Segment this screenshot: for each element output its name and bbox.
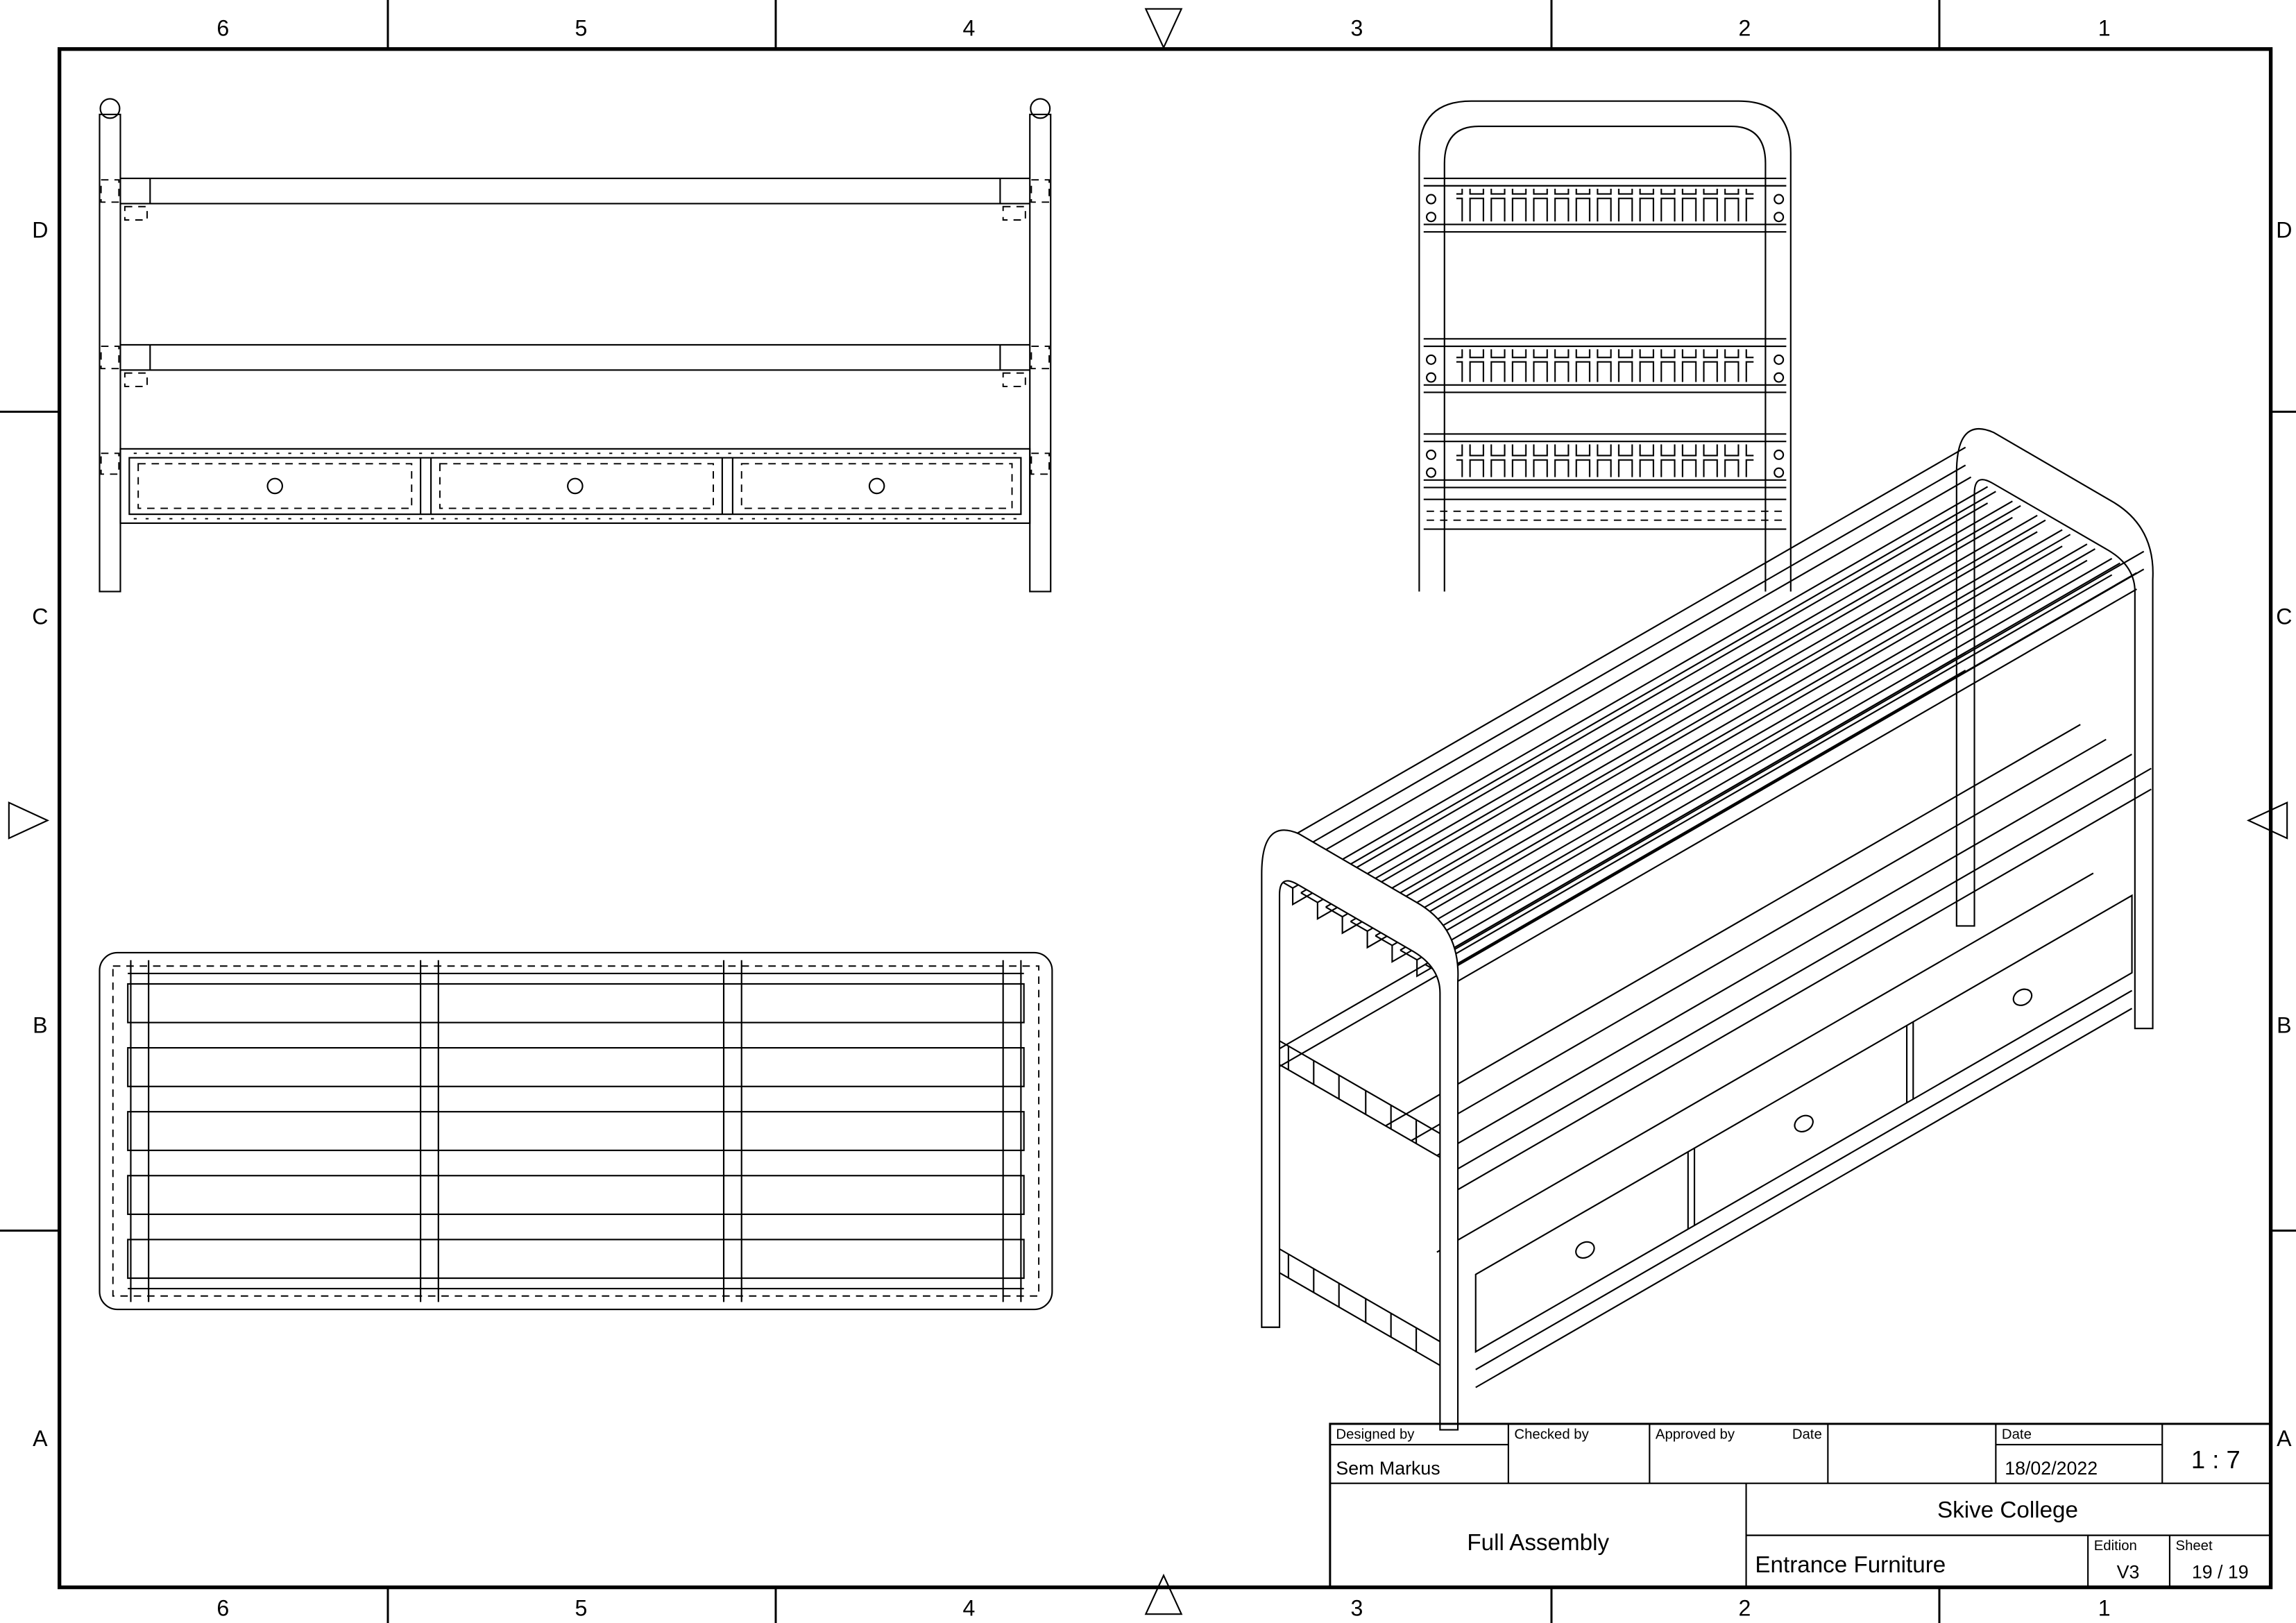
drawer-hole bbox=[868, 477, 885, 495]
tube-end-cap bbox=[1030, 98, 1051, 119]
drawer-hole bbox=[266, 477, 284, 495]
drawer-unit bbox=[100, 448, 1051, 525]
grid-col-label: 6 bbox=[216, 1595, 229, 1620]
right-post bbox=[1029, 113, 1052, 593]
approved-by-label: Approved by bbox=[1656, 1427, 1735, 1442]
grid-ticks-left bbox=[0, 410, 60, 1232]
grid-col-label: 5 bbox=[575, 15, 587, 40]
center-mark-arrow-bottom bbox=[1144, 1573, 1183, 1615]
grid-col-label: 3 bbox=[1350, 15, 1363, 40]
frame-outline bbox=[99, 951, 1053, 1311]
top-slats bbox=[127, 983, 1025, 1280]
top-rail bbox=[100, 177, 1051, 221]
center-mark-arrow-right bbox=[2246, 801, 2288, 840]
title-block: Designed by Sem Markus Checked by Approv… bbox=[1329, 1422, 2272, 1589]
date-label: Date bbox=[2002, 1427, 2032, 1442]
grid-row-label: C bbox=[2276, 604, 2292, 629]
designed-by-value: Sem Markus bbox=[1336, 1458, 1440, 1479]
cross-rails bbox=[130, 960, 1022, 1302]
grid-ticks-top bbox=[386, 0, 1941, 49]
drawer-hole bbox=[2012, 988, 2033, 1006]
drawer-side-strip bbox=[1423, 498, 1787, 530]
left-post bbox=[99, 113, 121, 593]
grid-row-label: D bbox=[2276, 218, 2292, 243]
isometric-view bbox=[1261, 427, 2154, 1431]
drawer-hole bbox=[1575, 1241, 1595, 1259]
grid-col-label: 6 bbox=[216, 15, 229, 40]
company-name: Skive College bbox=[1937, 1497, 2078, 1523]
designed-by-label: Designed by bbox=[1336, 1427, 1415, 1442]
grid-row-label: D bbox=[32, 218, 48, 243]
shelf-band bbox=[1423, 177, 1787, 233]
grid-col-label: 1 bbox=[2098, 1595, 2111, 1620]
grid-ticks-right bbox=[2270, 410, 2296, 1232]
shelf-band bbox=[1423, 338, 1787, 393]
grid-row-label: C bbox=[32, 604, 48, 629]
grid-row-label: A bbox=[2277, 1426, 2292, 1451]
middle-rail bbox=[100, 343, 1051, 387]
grid-col-label: 2 bbox=[1738, 1595, 1751, 1620]
iso-middle-shelf bbox=[1262, 724, 2152, 1191]
center-mark-arrow-left bbox=[8, 801, 50, 840]
grid-row-label: A bbox=[33, 1426, 48, 1451]
side-view bbox=[1418, 100, 1792, 592]
date-value: 18/02/2022 bbox=[2005, 1458, 2098, 1479]
grid-col-label: 3 bbox=[1350, 1595, 1363, 1620]
tube-frame-outer bbox=[1418, 100, 1792, 592]
edition-value: V3 bbox=[2117, 1562, 2140, 1583]
grid-ticks-bottom bbox=[386, 1587, 1941, 1623]
center-mark-arrow-top bbox=[1144, 8, 1183, 50]
grid-col-label: 4 bbox=[962, 15, 975, 40]
top-view bbox=[99, 951, 1053, 1311]
grid-row-label: B bbox=[33, 1013, 47, 1038]
grid-row-label: B bbox=[2277, 1013, 2291, 1038]
grid-col-label: 4 bbox=[962, 1595, 975, 1620]
drawing-title: Full Assembly bbox=[1467, 1530, 1609, 1556]
sheet-label: Sheet bbox=[2176, 1538, 2213, 1554]
grid-labels: 6 5 4 3 2 1 6 5 4 3 2 1 D C B A D C B A bbox=[32, 15, 2292, 1620]
sheet-value: 19 / 19 bbox=[2192, 1562, 2249, 1583]
drawer-hole bbox=[567, 477, 584, 495]
grid-col-label: 2 bbox=[1738, 15, 1751, 40]
date-label: Date bbox=[1792, 1427, 1822, 1442]
iso-drawer-unit bbox=[1436, 872, 2133, 1353]
checked-by-label: Checked by bbox=[1514, 1427, 1589, 1442]
grid-col-label: 5 bbox=[575, 1595, 587, 1620]
grid-col-label: 1 bbox=[2098, 15, 2111, 40]
iso-bottom-shelf bbox=[1262, 989, 2133, 1388]
edition-label: Edition bbox=[2094, 1538, 2137, 1554]
part-name: Entrance Furniture bbox=[1755, 1552, 1946, 1578]
drawer-hole bbox=[1794, 1114, 1814, 1132]
shelf-band bbox=[1423, 433, 1787, 488]
tube-end-cap bbox=[99, 98, 121, 119]
tube-frame-inner bbox=[1443, 125, 1767, 592]
iso-back-rails bbox=[1270, 652, 1966, 1073]
scale-value: 1 : 7 bbox=[2191, 1445, 2240, 1474]
front-view bbox=[99, 98, 1052, 593]
